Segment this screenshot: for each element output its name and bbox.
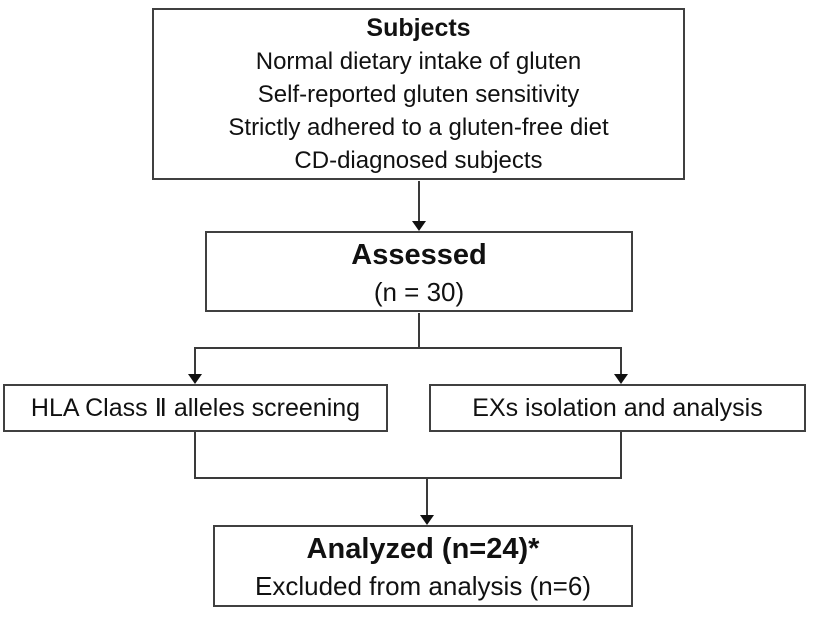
hla-screening-label: HLA Class Ⅱ alleles screening [31, 393, 360, 424]
subjects-criterion-2: Self-reported gluten sensitivity [257, 81, 580, 108]
subjects-criterion-1: Normal dietary intake of gluten [255, 48, 582, 75]
analyzed-excluded-note: Excluded from analysis (n=6) [255, 571, 591, 601]
hla-label-suffix: alleles screening [166, 393, 361, 422]
hla-label-prefix: HLA Class [30, 393, 155, 422]
subjects-title: Subjects [366, 14, 471, 42]
assessed-title: Assessed [351, 238, 487, 271]
split-connector [188, 313, 628, 384]
subjects-criterion-3: Strictly adhered to a gluten-free diet [228, 114, 609, 141]
exs-analysis-label: EXs isolation and analysis [472, 394, 763, 422]
subjects-box: Subjects Normal dietary intake of gluten… [152, 8, 685, 180]
assessed-box: Assessed (n = 30) [205, 231, 633, 312]
analyzed-title: Analyzed (n=24)* [306, 533, 540, 565]
arrow-subjects-to-assessed [412, 181, 426, 231]
hla-roman-numeral: Ⅱ [154, 394, 167, 422]
analyzed-box: Analyzed (n=24)* Excluded from analysis … [213, 525, 633, 607]
subjects-criterion-4: CD-diagnosed subjects [294, 147, 543, 174]
exs-analysis-box: EXs isolation and analysis [429, 384, 806, 432]
merge-connector [194, 432, 622, 525]
hla-screening-box: HLA Class Ⅱ alleles screening [3, 384, 388, 432]
assessed-count: (n = 30) [373, 276, 465, 307]
